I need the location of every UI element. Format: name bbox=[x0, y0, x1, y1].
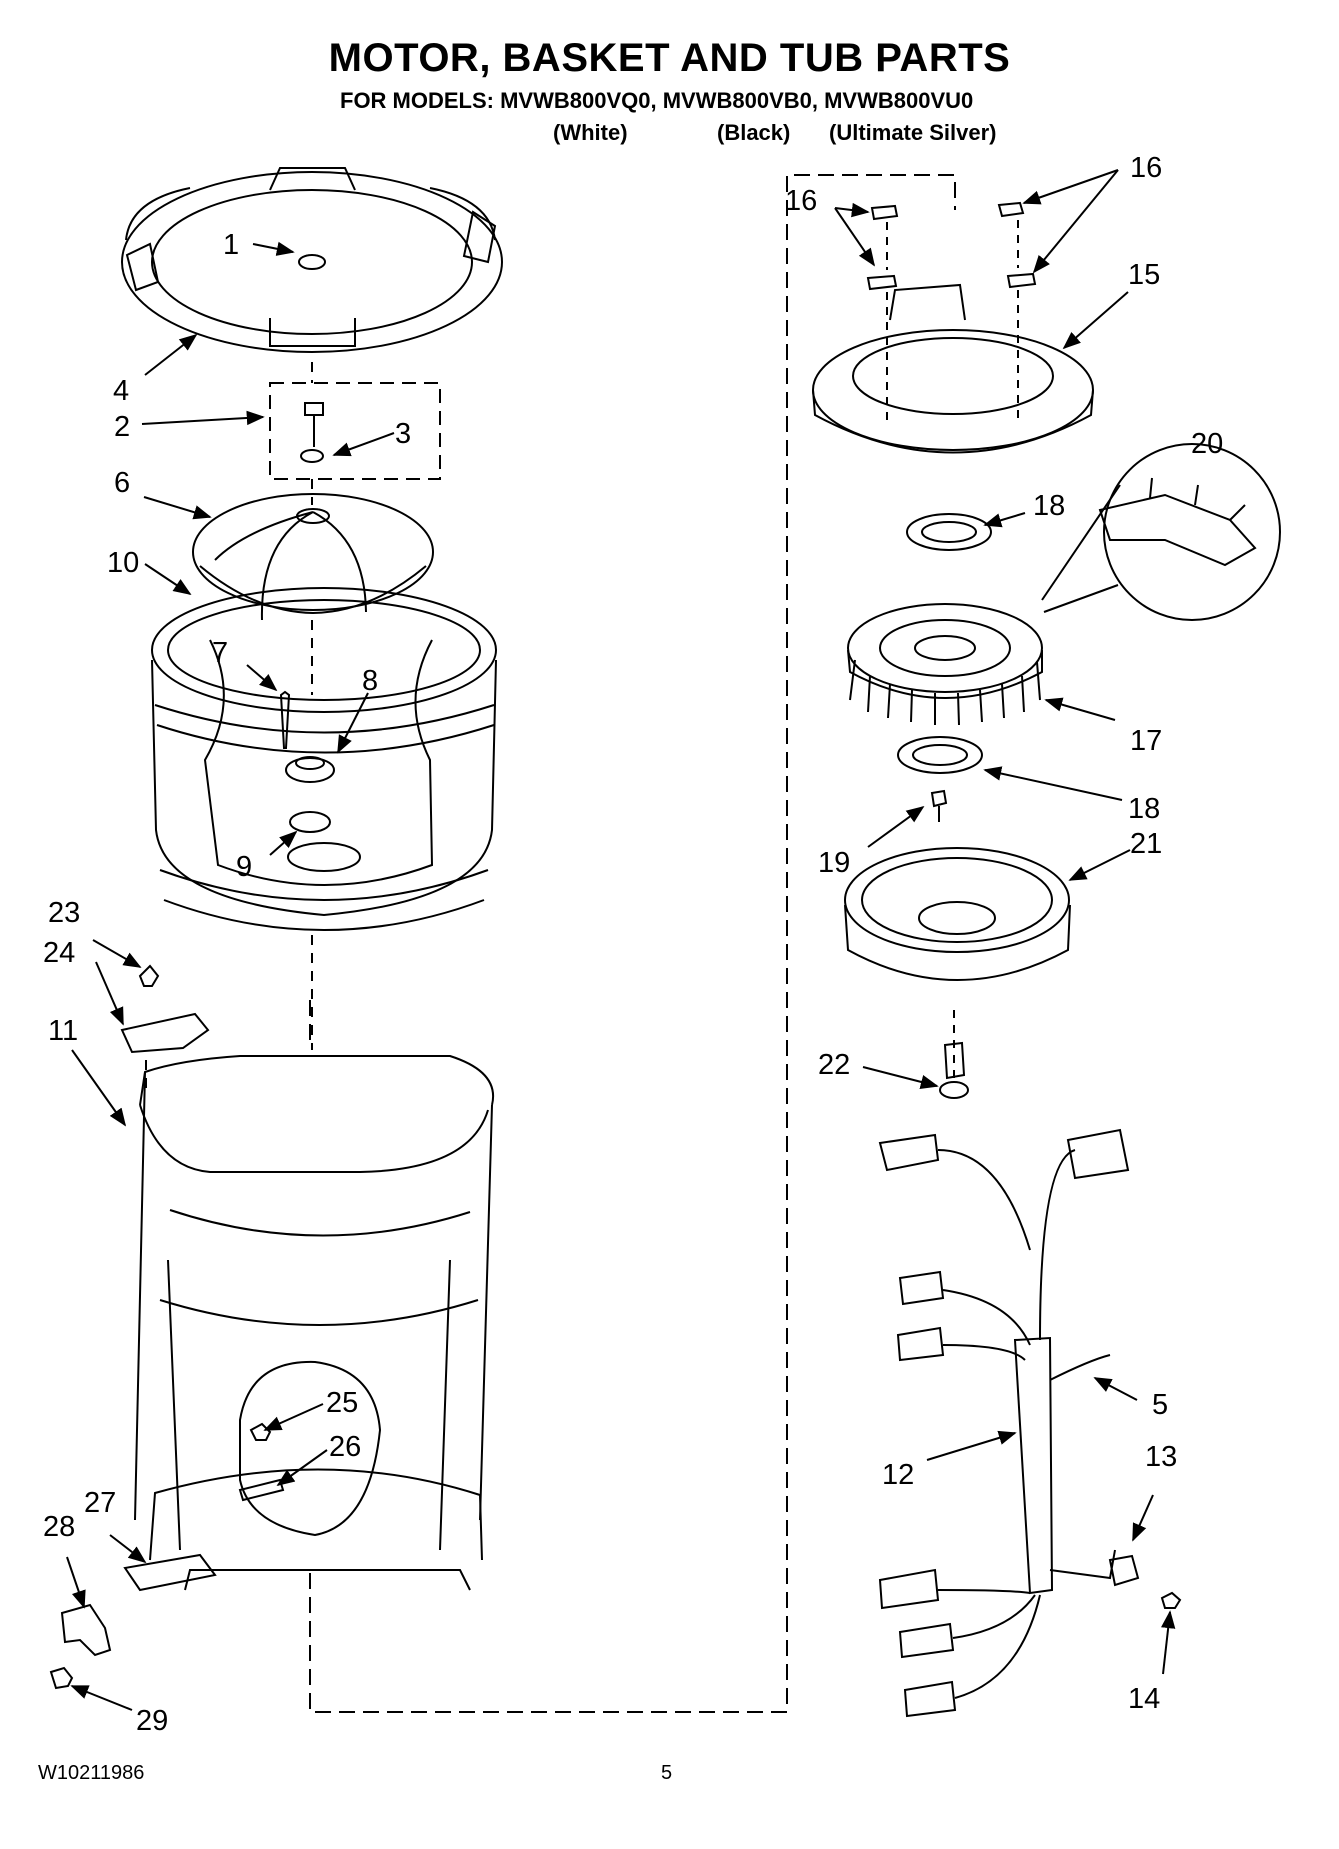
callout-14: 14 bbox=[1128, 1683, 1160, 1715]
basket-hub-parts bbox=[279, 620, 335, 833]
outer-tub bbox=[134, 935, 495, 1591]
callout-1: 1 bbox=[223, 229, 239, 261]
callout-18a: 18 bbox=[1033, 490, 1065, 522]
wire-harness bbox=[878, 1128, 1182, 1718]
callout-28: 28 bbox=[43, 1511, 75, 1543]
callout-23: 23 bbox=[48, 897, 80, 929]
callout-arrows bbox=[66, 169, 1176, 1711]
assembly-frame bbox=[309, 174, 956, 1713]
callout-3: 3 bbox=[395, 418, 411, 450]
callout-4: 4 bbox=[113, 375, 129, 407]
callout-16b: 16 bbox=[1130, 152, 1162, 184]
page-title: MOTOR, BASKET AND TUB PARTS bbox=[328, 36, 1011, 80]
rotor bbox=[844, 847, 1071, 1080]
callout-11: 11 bbox=[48, 1015, 78, 1047]
heater-bracket-parts bbox=[49, 1553, 217, 1690]
callout-8: 8 bbox=[362, 665, 378, 697]
callout-19: 19 bbox=[818, 847, 850, 879]
stator bbox=[847, 603, 1043, 726]
rotor-hub-ring bbox=[812, 283, 1094, 454]
wash-basket bbox=[151, 587, 497, 931]
callout-26: 26 bbox=[329, 1431, 361, 1463]
variant-ultimate-silver: (Ultimate Silver) bbox=[829, 120, 997, 145]
callout-22: 22 bbox=[818, 1049, 850, 1081]
callout-labels: 1 2 3 4 5 6 7 8 9 10 11 12 13 14 15 16 1… bbox=[43, 152, 1223, 1737]
stator-gasket-top bbox=[906, 513, 992, 551]
callout-16a: 16 bbox=[785, 185, 817, 217]
stator-gasket-bottom bbox=[897, 736, 983, 774]
callout-6: 6 bbox=[114, 467, 130, 499]
callout-21: 21 bbox=[1130, 828, 1162, 860]
callout-12: 12 bbox=[882, 1459, 914, 1491]
callout-13: 13 bbox=[1145, 1441, 1177, 1473]
sump-screw-and-clip bbox=[238, 1422, 285, 1502]
variant-white: (White) bbox=[553, 120, 628, 145]
callout-20: 20 bbox=[1191, 428, 1223, 460]
callout-7: 7 bbox=[212, 637, 228, 669]
callout-5: 5 bbox=[1152, 1389, 1168, 1421]
tub-ring bbox=[121, 167, 503, 353]
callout-17: 17 bbox=[1130, 725, 1162, 757]
rotor-plugs bbox=[866, 201, 1037, 420]
wire-clip-inset bbox=[1041, 443, 1281, 621]
variant-black: (Black) bbox=[717, 120, 791, 145]
models-line: FOR MODELS: MVWB800VQ0, MVWB800VB0, MVWB… bbox=[340, 88, 974, 113]
callout-15: 15 bbox=[1128, 259, 1160, 291]
impeller bbox=[192, 493, 434, 621]
rotor-bolt bbox=[930, 789, 948, 822]
agitator-bolt-assembly bbox=[269, 362, 441, 505]
callout-29: 29 bbox=[136, 1705, 168, 1737]
callout-18b: 18 bbox=[1128, 793, 1160, 825]
rotor-foot-bolt bbox=[939, 1041, 969, 1099]
page-number: 5 bbox=[661, 1762, 673, 1784]
document-number: W10211986 bbox=[38, 1762, 145, 1784]
tub-cover-and-screw bbox=[120, 964, 210, 1096]
callout-25: 25 bbox=[326, 1387, 358, 1419]
callout-27: 27 bbox=[84, 1487, 116, 1519]
callout-9: 9 bbox=[236, 851, 252, 883]
callout-10: 10 bbox=[107, 547, 139, 579]
callout-2: 2 bbox=[114, 411, 130, 443]
callout-24: 24 bbox=[43, 937, 75, 969]
